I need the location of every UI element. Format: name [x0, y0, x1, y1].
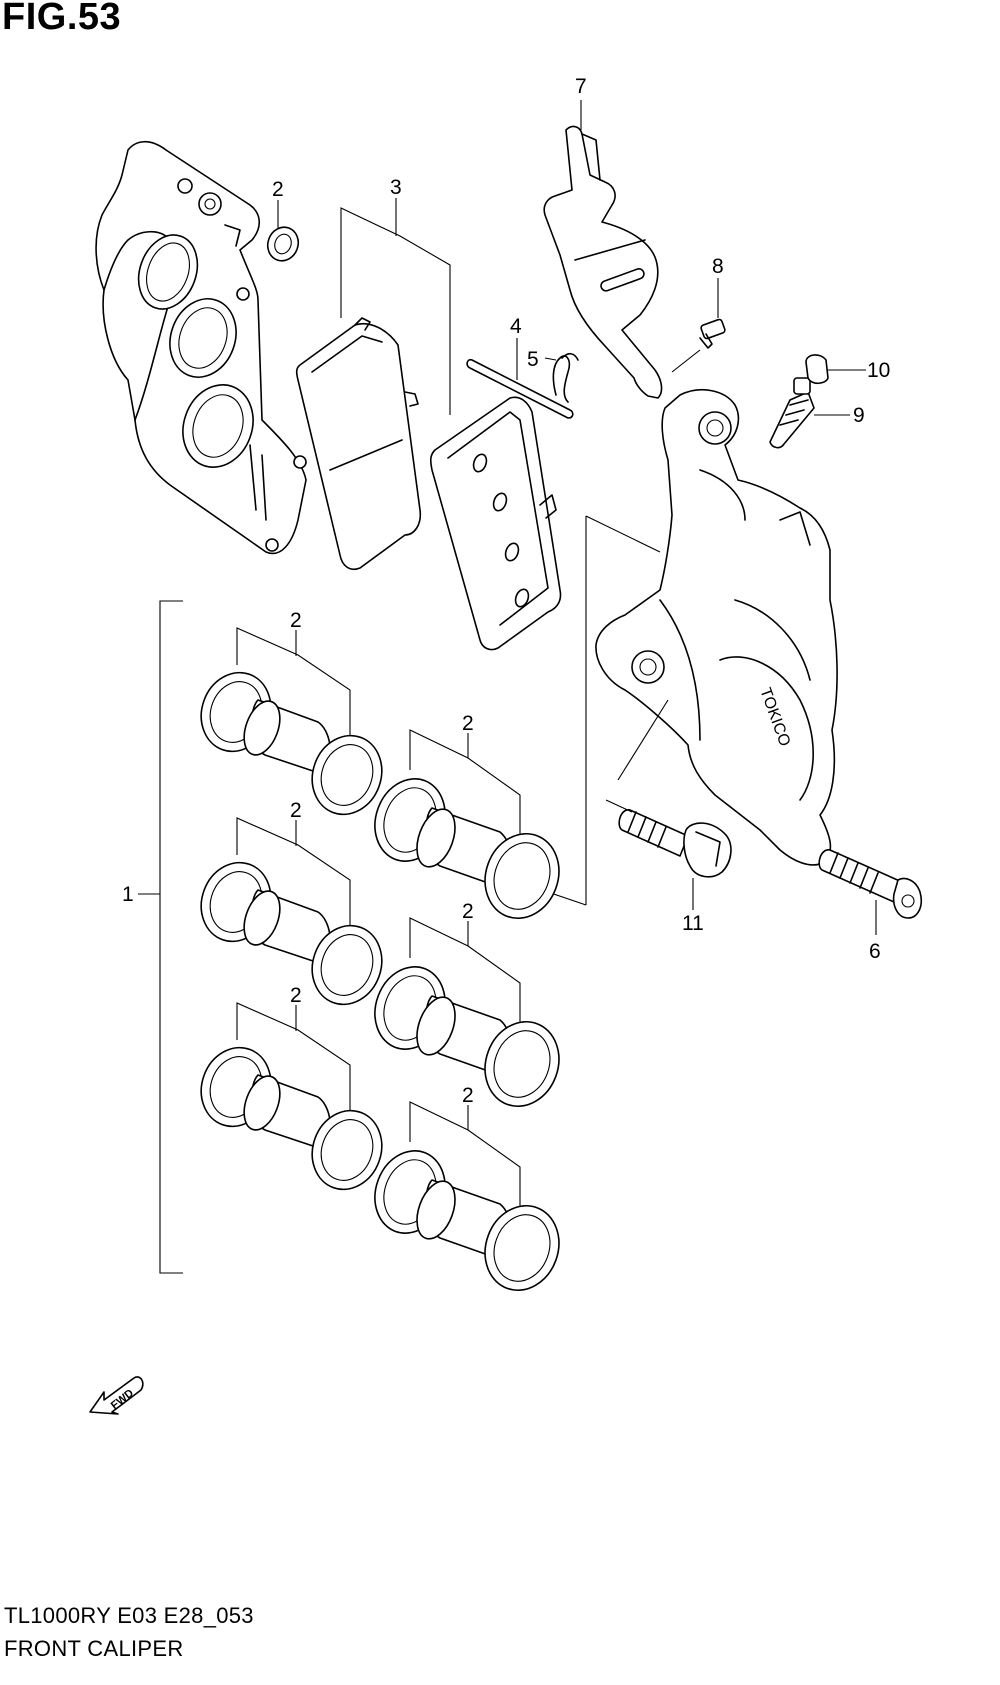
- callout-6: 6: [869, 940, 881, 963]
- callout-2-right-2: 2: [462, 900, 474, 923]
- piston-seal-set-right-2: [374, 917, 560, 1108]
- brake-pad-set-3: [295, 198, 562, 651]
- piston-seal-set-left-3: [200, 1002, 383, 1191]
- pad-spring-bracket-7: [543, 100, 663, 399]
- callout-2-right-1: 2: [462, 712, 474, 735]
- piston-seal-set-left-1: [200, 627, 383, 816]
- seal-ring-2-top: [266, 200, 300, 262]
- callout-3: 3: [390, 176, 402, 199]
- callout-7: 7: [575, 75, 587, 98]
- fwd-arrow-icon: FWD: [89, 1376, 144, 1415]
- figure-title: FIG.53: [2, 0, 122, 38]
- callout-8: 8: [712, 255, 724, 278]
- callout-4: 4: [510, 315, 522, 338]
- callout-2-left-3: 2: [290, 984, 302, 1007]
- mounting-bolt-11: [605, 799, 732, 910]
- model-code: TL1000RY E03 E28_053: [4, 1603, 254, 1628]
- bleeder-cap-10: [805, 354, 866, 385]
- callout-11: 11: [682, 912, 704, 935]
- pad-pin-4: [466, 338, 574, 419]
- caliper-inner-half: [95, 140, 307, 555]
- pin-clip-5: [544, 352, 579, 403]
- callout-2-right-3: 2: [462, 1084, 474, 1107]
- callout-10: 10: [867, 359, 890, 382]
- callout-9: 9: [853, 404, 865, 427]
- section-name: FRONT CALIPER: [4, 1636, 184, 1661]
- caliper-outer-half: TOKICO: [595, 389, 838, 866]
- assembly-guide-lines: [535, 515, 669, 906]
- callout-5: 5: [527, 348, 539, 371]
- callout-2-top-seal: 2: [272, 178, 284, 201]
- callout-2-left-1: 2: [290, 609, 302, 632]
- mounting-bolt-6: [818, 849, 923, 935]
- piston-seal-set-left-2: [200, 817, 383, 1006]
- bleeder-valve-9: [769, 377, 850, 449]
- screw-8: [671, 278, 726, 373]
- piston-set-1-bracket: [138, 600, 183, 1274]
- piston-seal-set-right-1: [374, 729, 560, 920]
- callout-2-left-2: 2: [290, 799, 302, 822]
- callout-1: 1: [122, 883, 134, 906]
- piston-seal-set-right-3: [374, 1101, 560, 1292]
